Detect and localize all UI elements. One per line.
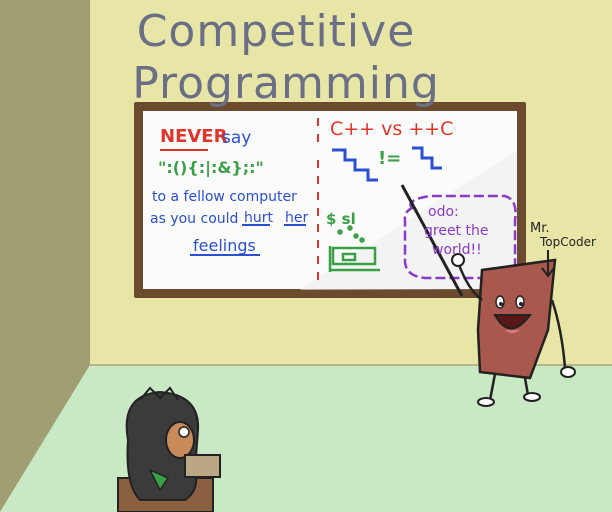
neq-text: != (378, 148, 402, 169)
say-text: say (222, 128, 252, 148)
her-text: her (285, 210, 309, 226)
label-arrow (541, 250, 555, 278)
left-wall (0, 0, 90, 512)
todo-line-2: greet the (424, 223, 489, 239)
pointer-stick (400, 184, 464, 297)
never-text: NEVER (160, 126, 228, 147)
teacher-character (451, 253, 576, 407)
teacher-label-line-2: TopCoder (540, 235, 596, 250)
train-drawing (328, 225, 380, 272)
computer-line: to a fellow computer (152, 189, 297, 205)
todo-line-1: odo: (428, 204, 459, 220)
teacher-label: Mr. TopCoder (530, 221, 596, 250)
feelings-text: feelings (193, 236, 256, 255)
page-title-line-1: Competitive (136, 6, 416, 57)
student-character (117, 386, 221, 512)
todo-line-3: world!! (432, 242, 482, 258)
forkbomb-code: ":(){:|:&};:" (158, 158, 264, 177)
cpp-text: C++ vs ++C (330, 118, 454, 140)
teacher-label-line-1: Mr. (530, 221, 550, 236)
could-line: as you could (150, 211, 239, 227)
page-title-line-2: Programming (132, 58, 440, 109)
hurt-text: hurt (244, 210, 273, 226)
floor (0, 365, 612, 512)
dollar-sl-text: $ sl (326, 210, 356, 228)
